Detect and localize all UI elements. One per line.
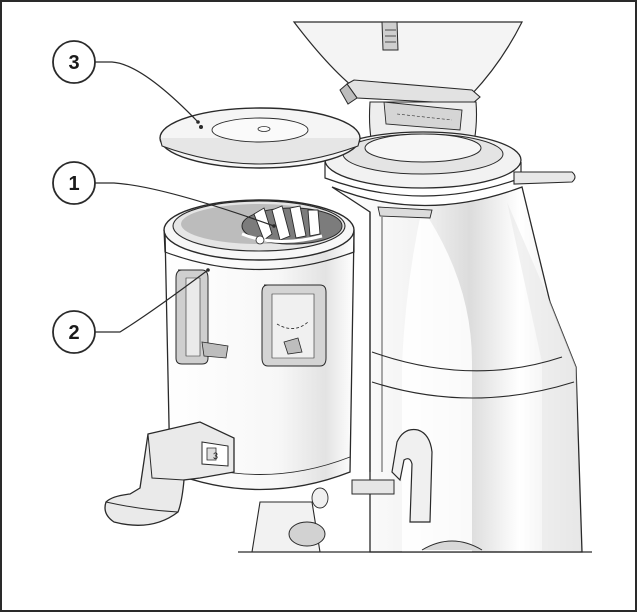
leader-line-1 xyxy=(95,182,275,227)
doser-star-grid xyxy=(241,205,343,245)
doser-lid xyxy=(159,107,361,169)
leader-line-3 xyxy=(95,61,199,123)
callout-2: 2 xyxy=(52,310,96,354)
callout-2-label: 2 xyxy=(68,322,79,344)
leader-anchor-1 xyxy=(272,224,276,228)
callout-3: 3 xyxy=(52,40,96,84)
grinder-base xyxy=(238,487,592,553)
port-mark-text: 3 xyxy=(213,451,218,461)
grinder-body xyxy=(331,186,583,553)
leader-anchor-3 xyxy=(196,120,200,124)
leader-anchor-2 xyxy=(206,268,210,272)
portafilter-fork xyxy=(351,428,433,523)
leader-lines xyxy=(95,61,275,333)
doser-spout: 3 xyxy=(104,421,235,526)
leader-line-2 xyxy=(95,269,209,333)
callout-1-label: 1 xyxy=(68,173,79,195)
callout-1: 1 xyxy=(52,161,96,205)
callout-3-label: 3 xyxy=(68,52,79,74)
grind-collar xyxy=(324,131,576,197)
